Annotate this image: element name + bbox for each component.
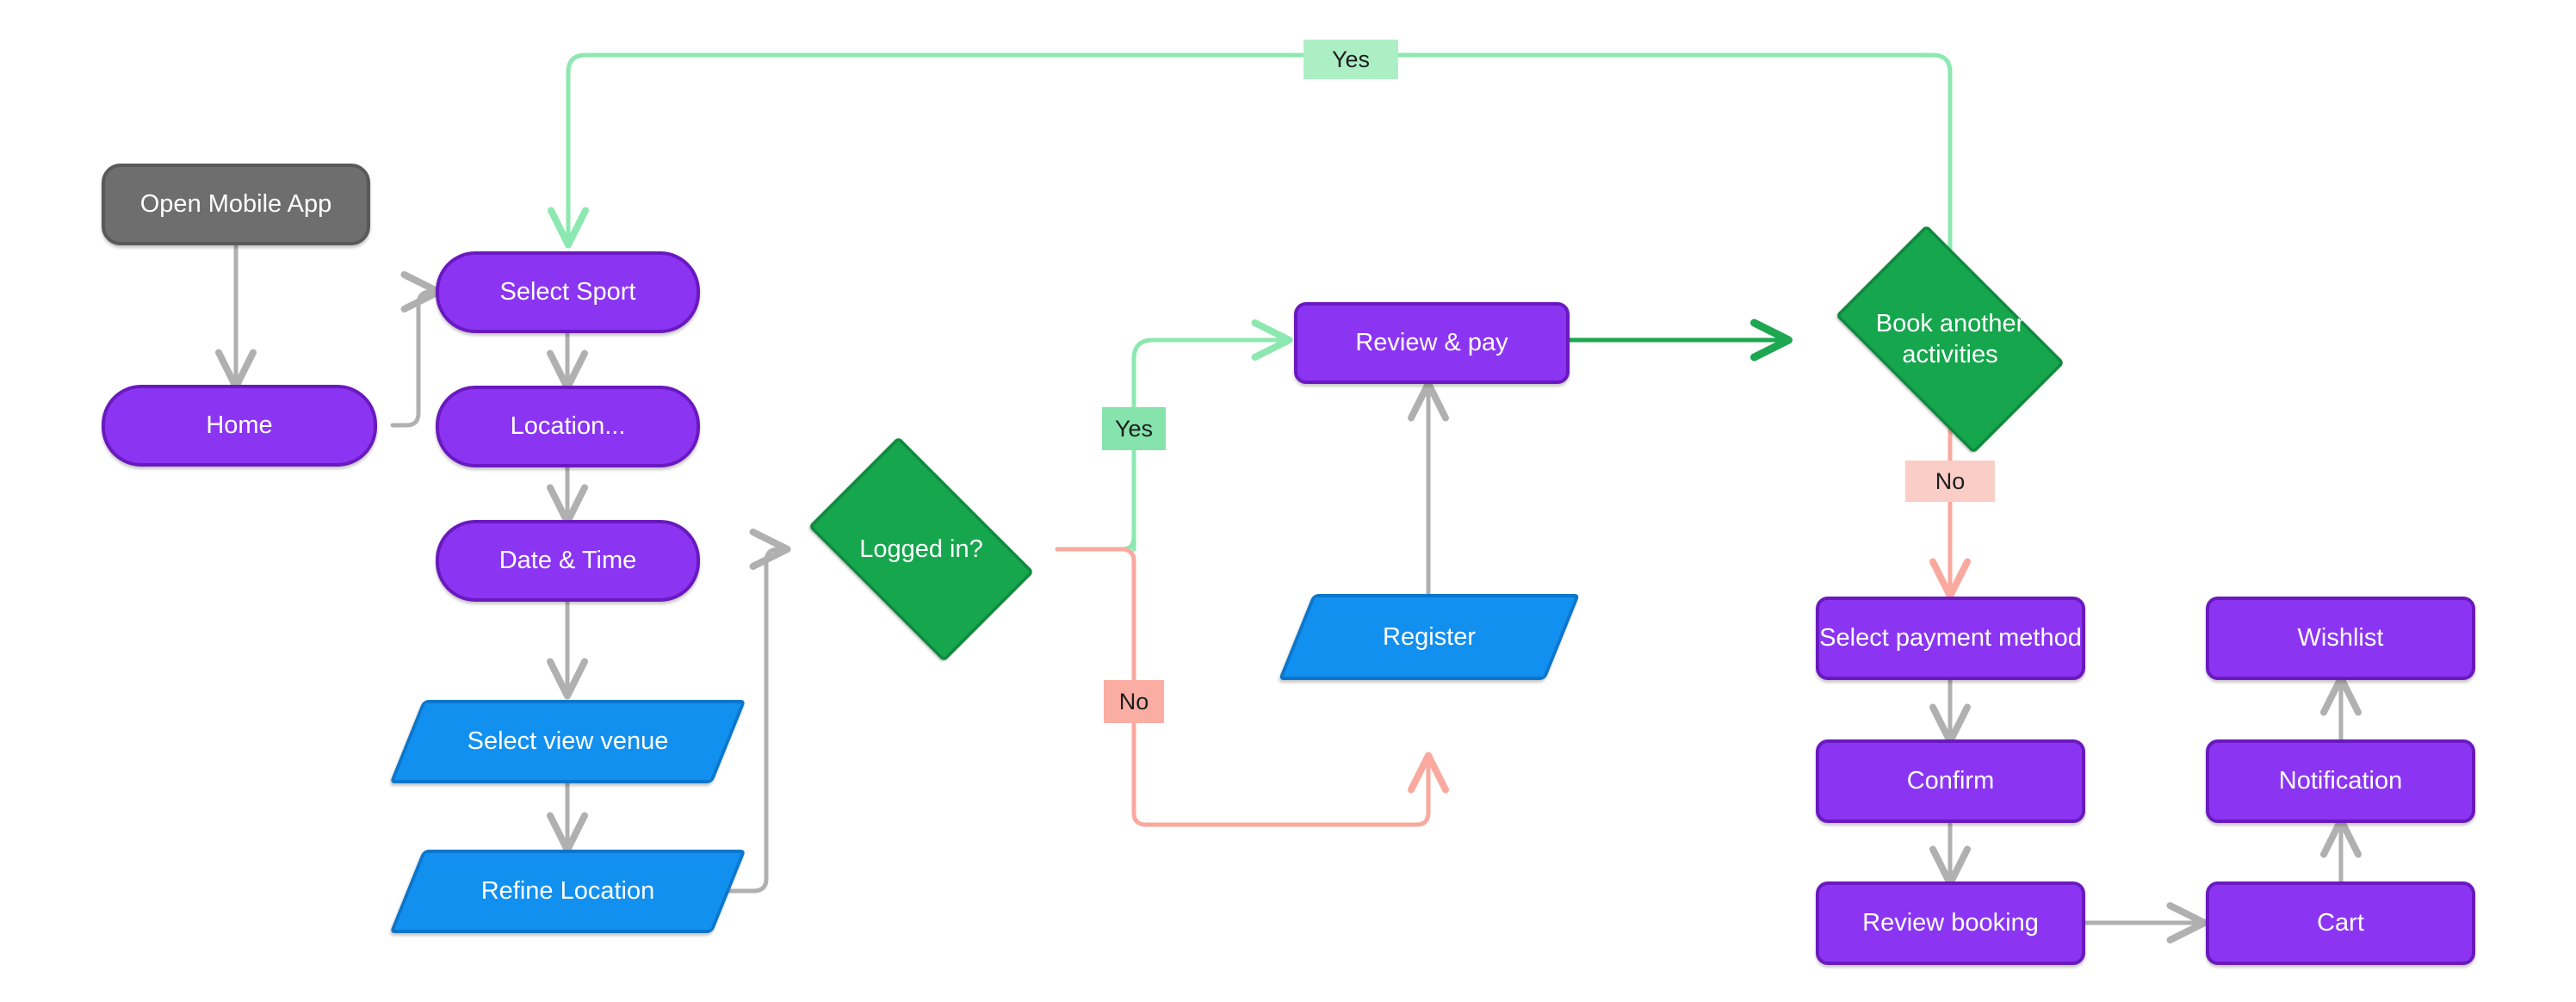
node-label: Select payment method [1819, 624, 2082, 653]
node-date-time[interactable]: Date & Time [436, 520, 700, 602]
node-label: Confirm [1906, 767, 1995, 795]
node-refine-location[interactable]: Refine Location [389, 850, 746, 933]
node-register[interactable]: Register [1278, 594, 1581, 680]
node-open-mobile-app[interactable]: Open Mobile App [102, 164, 370, 245]
edge-logged-in-yes-stub [1055, 524, 1136, 552]
node-label: Select view venue [467, 727, 669, 756]
node-label: Review & pay [1355, 329, 1508, 357]
node-label: Location... [510, 412, 626, 441]
edge-label-yes-logged-in: Yes [1102, 407, 1166, 450]
node-location[interactable]: Location... [436, 386, 700, 467]
edge-label-no-book-another: No [1905, 461, 1995, 502]
node-review-booking[interactable]: Review booking [1816, 881, 2085, 965]
edge-label-text: No [1935, 467, 1966, 494]
node-label: Wishlist [2297, 624, 2384, 653]
node-label: Date & Time [498, 547, 637, 575]
node-label: Select Sport [499, 278, 636, 306]
edge-label-text: Yes [1331, 46, 1371, 72]
node-label: Logged in? [859, 535, 983, 563]
node-logged-in[interactable]: Logged in? [785, 436, 1057, 663]
node-book-another-activities[interactable]: Book another activities [1811, 224, 2089, 455]
node-label: Home [206, 411, 273, 440]
edge-label-text: Yes [1114, 415, 1154, 442]
node-select-sport[interactable]: Select Sport [436, 251, 700, 333]
node-label: Register [1383, 622, 1476, 651]
node-label: Cart [2317, 909, 2364, 937]
node-confirm[interactable]: Confirm [1816, 739, 2085, 823]
node-label: Review booking [1862, 909, 2039, 937]
node-label: Book another activities [1811, 308, 2089, 371]
node-label-line-1: Book another [1875, 309, 2025, 337]
node-cart[interactable]: Cart [2206, 881, 2475, 965]
node-notification[interactable]: Notification [2206, 739, 2475, 823]
node-label: Notification [2278, 767, 2403, 795]
node-label: Refine Location [480, 877, 655, 906]
edge-label-no-logged-in: No [1104, 680, 1164, 723]
edge-home-to-select-sport [390, 271, 443, 428]
edge-label-text: No [1118, 688, 1149, 714]
node-select-view-venue[interactable]: Select view venue [389, 700, 746, 783]
node-home[interactable]: Home [102, 385, 377, 467]
edge-book-another-to-select-sport-yes [548, 53, 1953, 252]
node-label: Open Mobile App [139, 190, 332, 219]
node-label-line-2: activities [1902, 341, 1998, 368]
node-select-payment-method[interactable]: Select payment method [1816, 597, 2085, 680]
node-wishlist[interactable]: Wishlist [2206, 597, 2475, 680]
edge-label-yes-top: Yes [1303, 40, 1398, 79]
node-review-pay[interactable]: Review & pay [1294, 302, 1570, 384]
